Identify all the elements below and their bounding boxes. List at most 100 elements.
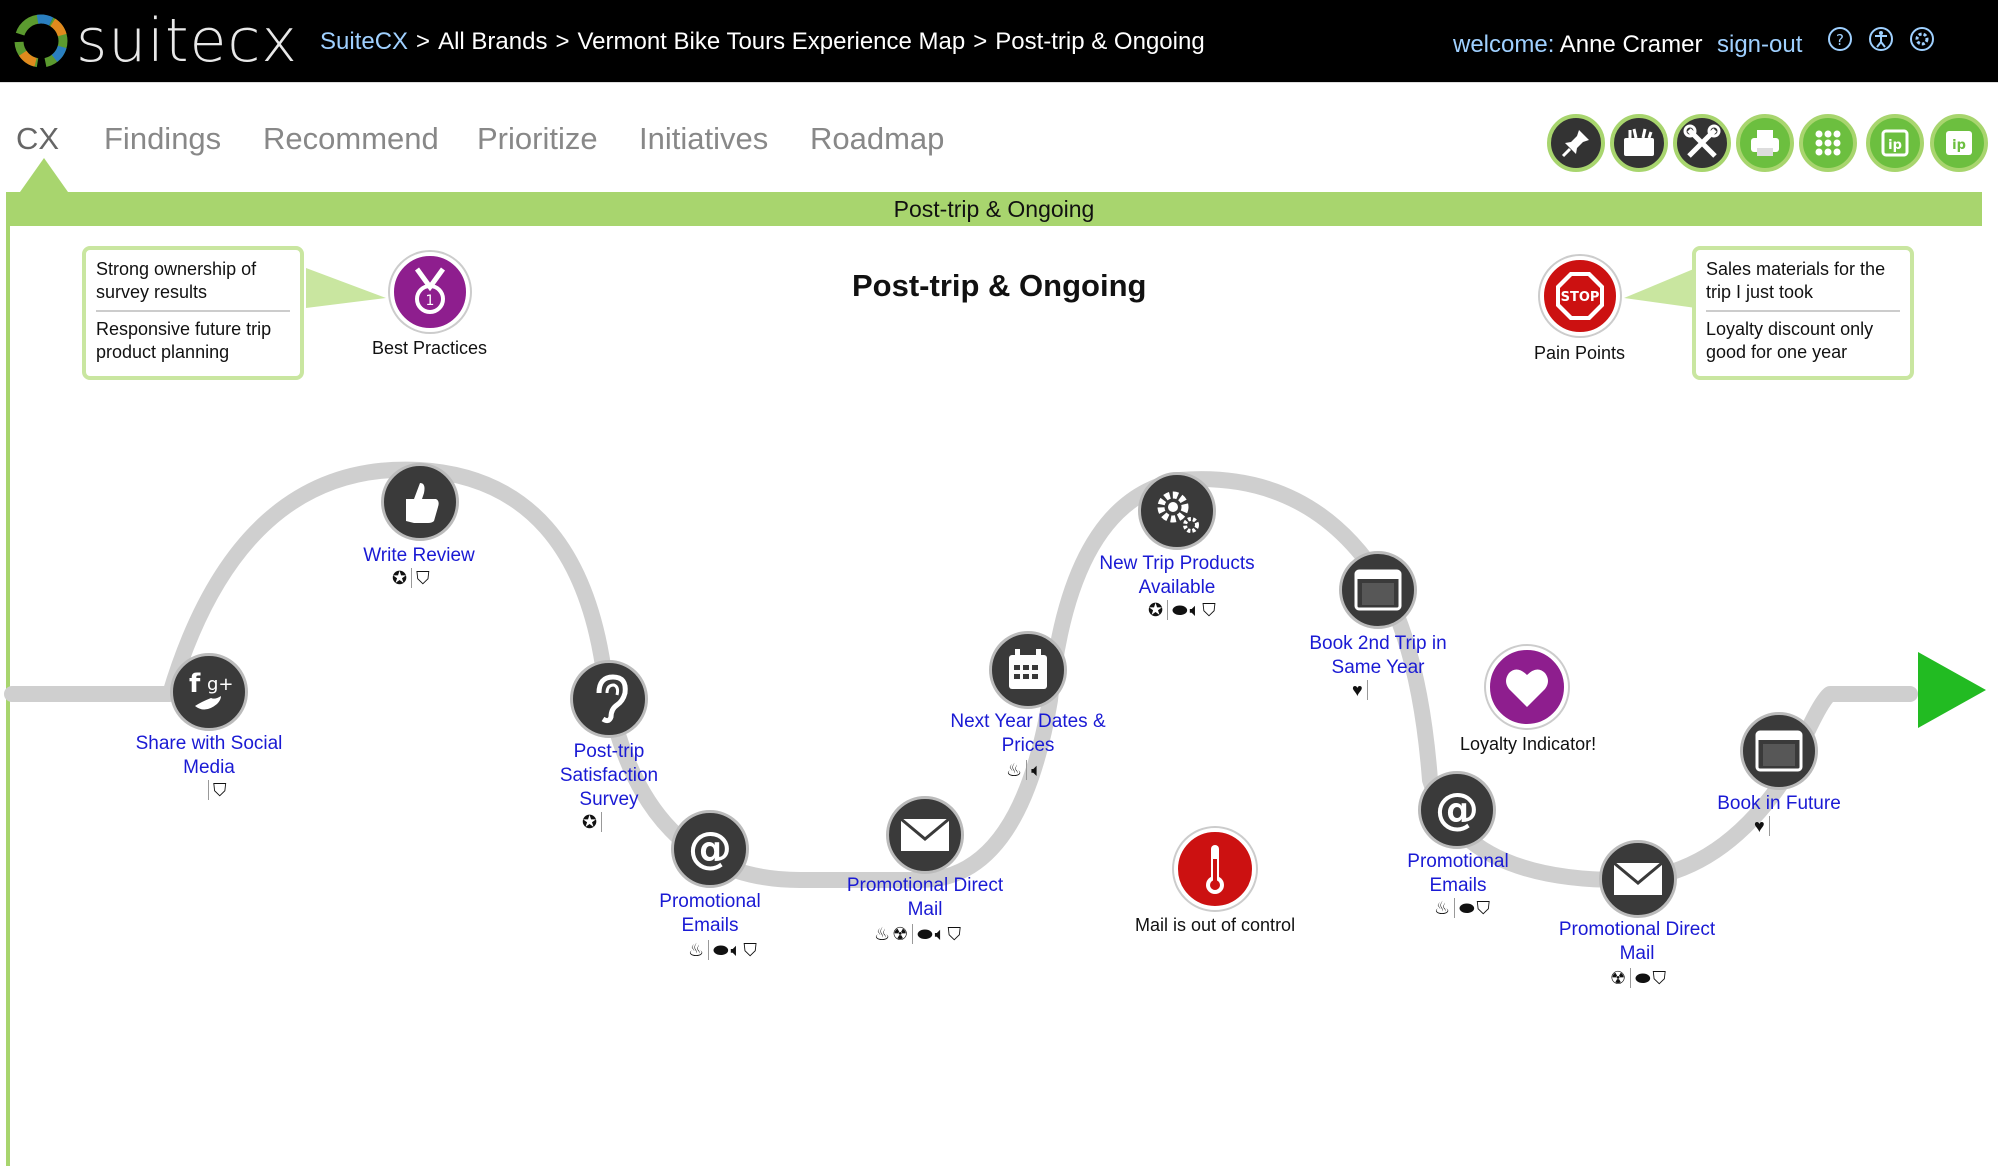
stop-sign-icon: STOP	[1556, 272, 1604, 320]
touchpoint-direct-mail-2-button[interactable]	[1599, 840, 1677, 918]
badge-divider	[1768, 816, 1770, 836]
best-practices-button[interactable]: 1	[390, 252, 470, 332]
print-icon	[1751, 130, 1779, 156]
loyalty-indicator-label: Loyalty Indicator!	[1460, 734, 1597, 754]
mask-icon: ⛉	[1652, 968, 1667, 988]
touchpoint-badges: ♨⬬⛉	[1434, 898, 1490, 918]
tab-cx[interactable]: CX	[16, 121, 60, 156]
accessibility-icon[interactable]	[1868, 26, 1894, 52]
breadcrumb-current-stage: Post-trip & Ongoing	[995, 28, 1205, 55]
heart-icon	[1506, 669, 1548, 707]
logo-text: suitecx	[76, 6, 298, 76]
touchpoint-badges: ♨☢⬬🔈︎⛉	[874, 924, 961, 944]
envelope-icon	[900, 817, 950, 851]
touchpoint-new-trip-products-button[interactable]	[1138, 472, 1216, 550]
tab-recommend[interactable]: Recommend	[263, 121, 439, 156]
mask-icon: ⛉	[213, 780, 227, 800]
touchpoint-promo-emails-2-button[interactable]: @	[1418, 771, 1496, 849]
touchpoint-label[interactable]: Share with Social Media	[135, 733, 283, 778]
breadcrumb-suitecx[interactable]: SuiteCX	[320, 28, 409, 55]
touchpoint-label[interactable]: Promotional Emails	[659, 891, 761, 936]
divider	[96, 310, 290, 312]
pain-points-button[interactable]: STOP	[1540, 256, 1620, 336]
touchpoint-badges: ⛉	[206, 780, 227, 800]
print-button[interactable]	[1736, 114, 1794, 172]
loyalty-indicator-button[interactable]	[1486, 646, 1568, 728]
touchpoint-label[interactable]: Post-trip Satisfaction Survey	[559, 741, 659, 810]
mail-out-of-control-label: Mail is out of control	[1135, 915, 1296, 935]
settings-icon[interactable]	[1909, 26, 1935, 52]
touchpoint-promo-emails-button[interactable]: @	[671, 810, 749, 888]
badge-divider	[708, 940, 710, 960]
star-badge-icon: ✪	[1148, 600, 1164, 620]
pin-button[interactable]	[1547, 114, 1605, 172]
breadcrumb-all-brands[interactable]: All Brands	[438, 28, 548, 55]
toolbox-icon	[1624, 128, 1654, 156]
pill-icon: ⬬	[1459, 898, 1475, 918]
pain-points-label: Pain Points	[1534, 343, 1626, 363]
tab-findings[interactable]: Findings	[104, 121, 222, 156]
badge-divider	[1167, 600, 1169, 620]
help-icon[interactable]: ?	[1827, 26, 1853, 52]
import-export-button[interactable]: ip	[1866, 114, 1924, 172]
tools-button[interactable]	[1673, 114, 1731, 172]
star-badge-icon: ✪	[392, 568, 408, 588]
badge-divider	[1454, 898, 1456, 918]
heart-icon: ♥	[1754, 816, 1765, 836]
tab-initiatives[interactable]: Initiatives	[639, 121, 769, 156]
logo-ring-icon	[14, 14, 68, 68]
best-practice-item: Strong ownership of survey results	[96, 259, 257, 302]
touchpoint-survey-button[interactable]	[570, 660, 648, 738]
touchpoint-label[interactable]: Next Year Dates & Prices	[950, 711, 1106, 756]
touchpoint-label[interactable]: Book 2nd Trip in Same Year	[1309, 633, 1447, 678]
pin-icon	[1561, 130, 1589, 158]
mask-icon: ⛉	[743, 940, 757, 960]
touchpoint-write-review-button[interactable]	[381, 463, 459, 541]
mask-icon: ⛉	[947, 924, 961, 944]
touchpoint-book-in-future-button[interactable]	[1740, 712, 1818, 790]
grid-button[interactable]	[1799, 114, 1857, 172]
mail-out-of-control-button[interactable]	[1174, 828, 1256, 910]
next-stage-arrow[interactable]	[1918, 652, 1986, 728]
touchpoint-label[interactable]: Write Review	[363, 545, 475, 566]
pill-icon: ⬬	[713, 940, 729, 960]
breadcrumb-experience-map[interactable]: Vermont Bike Tours Experience Map	[577, 28, 966, 55]
pain-point-item: Loyalty discount only good for one year	[1706, 319, 1874, 362]
touchpoint-label[interactable]: Promotional Direct Mail	[1558, 919, 1716, 964]
badge-divider	[1366, 680, 1368, 700]
email-at-icon: @	[688, 823, 732, 874]
touchpoint-label[interactable]: Promotional Emails	[1407, 851, 1509, 896]
svg-text:ip: ip	[1888, 138, 1902, 153]
badge-divider	[1026, 760, 1028, 780]
mask-icon: ⛉	[416, 568, 430, 588]
suitecx-logo[interactable]: suitecx	[12, 6, 298, 76]
tab-roadmap[interactable]: Roadmap	[810, 121, 945, 156]
touchpoint-next-year-dates-button[interactable]	[989, 631, 1067, 709]
report-icon: ip	[1946, 131, 1972, 155]
top-bar: suitecx SuiteCX > All Brands > Vermont Bike …	[0, 0, 1998, 82]
mask-icon: ⛉	[1476, 898, 1491, 918]
browser-icon	[1755, 730, 1803, 772]
tab-prioritize[interactable]: Prioritize	[477, 121, 598, 156]
signout-link[interactable]: sign-out	[1717, 31, 1803, 58]
best-practice-item: Responsive future trip product planning	[96, 319, 272, 362]
speaker-icon: 🔈︎	[1189, 600, 1201, 620]
calendar-icon	[1009, 649, 1047, 689]
breadcrumb-separator: >	[555, 28, 570, 55]
breadcrumb-separator: >	[973, 28, 988, 55]
user-name: Anne Cramer	[1559, 31, 1703, 58]
grid-icon	[1815, 130, 1841, 156]
toolbox-button[interactable]	[1610, 114, 1668, 172]
touchpoint-badges: ✪⬬🔈︎⛉	[1148, 600, 1216, 620]
stage-bar-label: Post-trip & Ongoing	[893, 196, 1095, 222]
touchpoint-label[interactable]: Book in Future	[1717, 793, 1841, 814]
touchpoint-label[interactable]: Promotional Direct Mail	[846, 875, 1004, 920]
touchpoint-label[interactable]: New Trip Products Available	[1099, 553, 1255, 598]
report-button[interactable]: ip	[1930, 114, 1988, 172]
fire-icon: ♨	[874, 924, 891, 944]
touchpoint-share-social-button[interactable]: f g+	[170, 653, 248, 731]
thumbs-up-icon	[406, 483, 439, 523]
touchpoint-direct-mail-button[interactable]	[886, 796, 964, 874]
touchpoint-book-2nd-trip-button[interactable]	[1339, 551, 1417, 629]
